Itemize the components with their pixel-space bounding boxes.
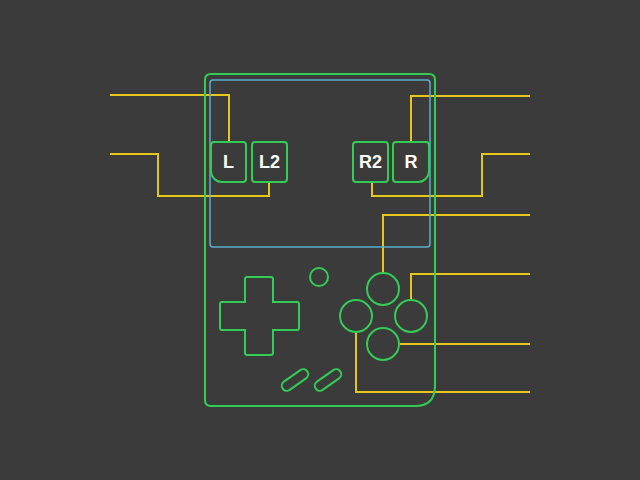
menu-button	[310, 268, 328, 286]
face-button	[395, 300, 427, 332]
face-button	[367, 273, 399, 305]
screen	[210, 80, 430, 247]
select-button	[280, 367, 310, 392]
start-button	[313, 367, 343, 392]
shoulder-button: R2	[352, 141, 389, 183]
button-label: L2	[259, 153, 280, 171]
d-pad	[220, 277, 299, 355]
console-body	[205, 74, 435, 406]
face-button	[367, 328, 399, 360]
button-label: R2	[359, 153, 382, 171]
shoulder-button: L2	[251, 141, 288, 183]
leader-line	[411, 274, 530, 300]
leader-lines	[110, 95, 530, 392]
leader-line	[399, 343, 530, 345]
shoulder-button: L	[210, 141, 247, 183]
leader-line	[110, 95, 229, 141]
shoulder-button: R	[392, 141, 430, 183]
button-label: L	[223, 153, 234, 171]
leader-line	[383, 215, 530, 273]
leader-line	[411, 96, 530, 141]
face-button	[340, 300, 372, 332]
button-label: R	[405, 153, 418, 171]
